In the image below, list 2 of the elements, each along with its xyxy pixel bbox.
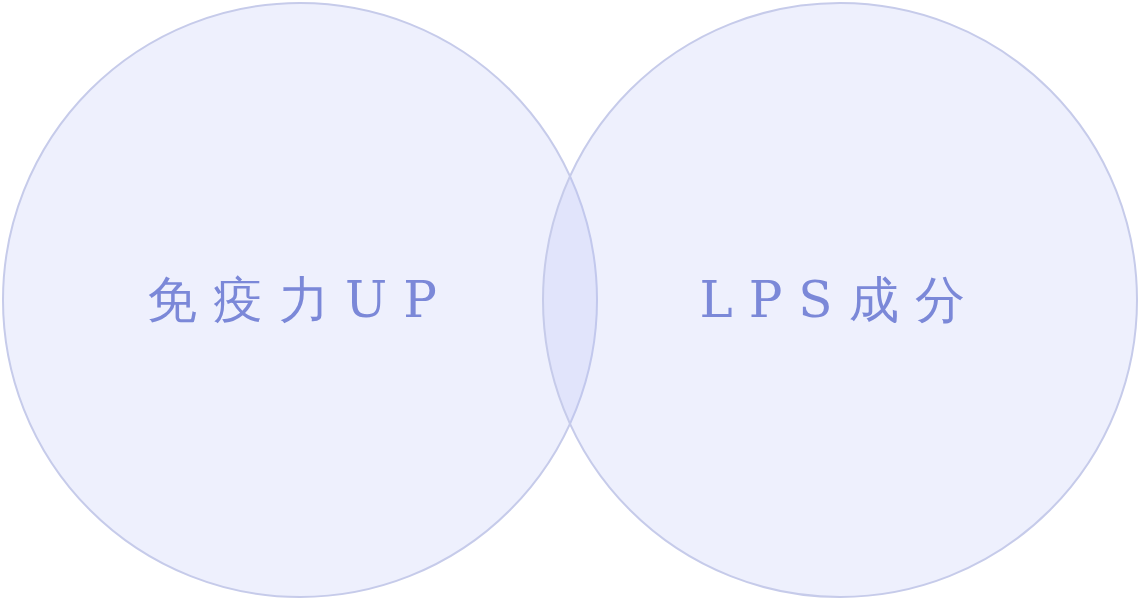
circle-label: 免疫力UP: [147, 269, 453, 331]
circle-label: LPS成分: [699, 269, 981, 331]
